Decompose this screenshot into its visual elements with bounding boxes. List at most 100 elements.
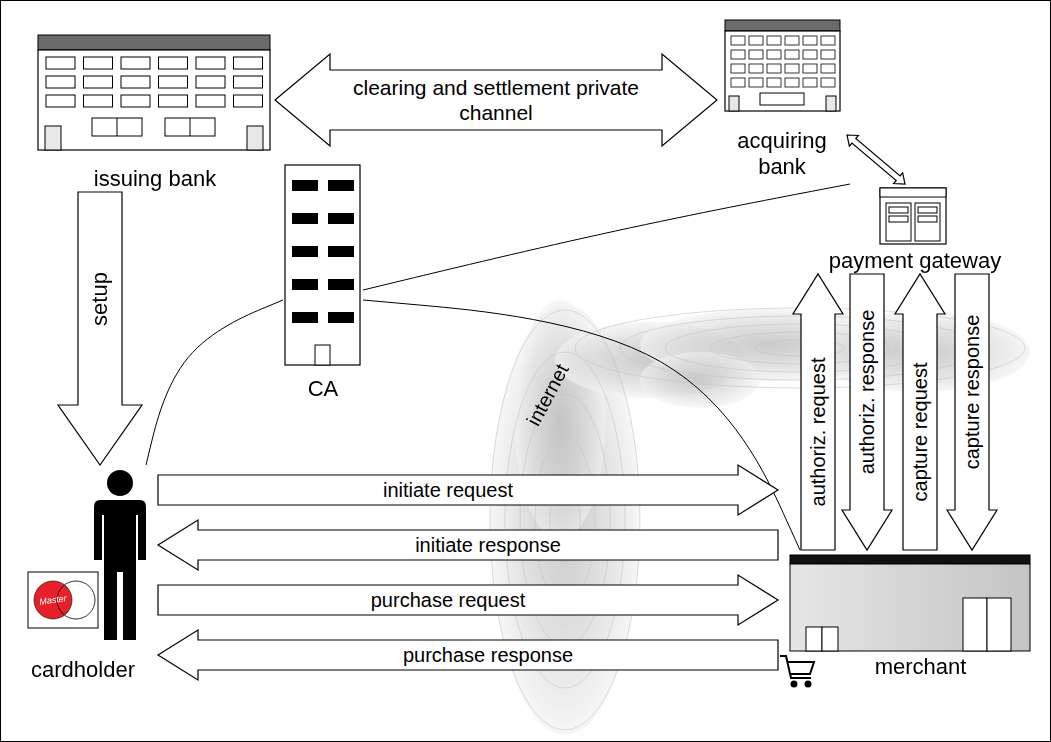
window <box>821 64 835 73</box>
window <box>731 36 745 45</box>
merchant-building <box>790 555 1030 651</box>
shopping-cart <box>780 656 814 687</box>
window <box>46 57 75 69</box>
window <box>328 279 354 290</box>
window <box>234 76 263 88</box>
window <box>292 213 318 224</box>
window <box>821 78 835 87</box>
window <box>121 76 150 88</box>
block-arrow <box>275 54 717 146</box>
window <box>731 64 745 73</box>
block-arrow <box>947 274 997 550</box>
arrow-label: capture request <box>908 360 932 505</box>
window <box>767 78 781 87</box>
node-label: payment gateway <box>829 248 1001 274</box>
window <box>159 95 188 107</box>
block-arrow <box>842 274 892 550</box>
arrow-label: capture response <box>960 312 984 473</box>
cloud-ring <box>535 436 595 604</box>
block-arrow <box>158 465 778 515</box>
entity-node: CA <box>283 162 363 402</box>
arrow-label: purchase response <box>400 643 576 667</box>
window <box>785 64 799 73</box>
cardholder-figure <box>94 470 146 640</box>
arrow-label: purchase request <box>368 588 529 612</box>
block-arrow <box>895 274 945 550</box>
window <box>234 95 263 107</box>
node-label: merchant <box>875 654 967 680</box>
window <box>196 76 225 88</box>
window <box>84 95 113 107</box>
window <box>821 36 835 45</box>
block-arrow <box>58 192 142 465</box>
arrow-label: initiate request <box>380 478 516 502</box>
window <box>749 64 763 73</box>
entity-node: cardholder <box>8 465 158 683</box>
window <box>767 36 781 45</box>
window <box>785 78 799 87</box>
window <box>328 213 354 224</box>
window <box>821 50 835 59</box>
window <box>767 64 781 73</box>
node-label: cardholder <box>31 657 135 683</box>
block-arrow <box>158 630 778 680</box>
entity-node: issuing bank <box>35 32 275 192</box>
arrow-label: authoriz. request <box>806 355 830 510</box>
ca-building <box>285 165 360 365</box>
window <box>196 95 225 107</box>
window <box>84 57 113 69</box>
window <box>785 50 799 59</box>
window <box>749 50 763 59</box>
window <box>46 95 75 107</box>
window <box>749 36 763 45</box>
arrow-label: setup <box>88 269 112 329</box>
window <box>292 180 318 191</box>
cloud-ring <box>665 324 935 372</box>
window <box>803 50 817 59</box>
window <box>121 95 150 107</box>
window <box>234 57 263 69</box>
window <box>328 312 354 323</box>
entity-node: acquiring bank <box>717 18 847 180</box>
acquiring-bank-building <box>725 20 840 111</box>
connector-line <box>363 300 800 550</box>
arrow-label: authoriz. response <box>855 307 879 478</box>
payment-gateway-icon <box>880 188 946 244</box>
window <box>159 76 188 88</box>
node-label: acquiring bank <box>717 128 847 180</box>
window <box>328 180 354 191</box>
entity-node: merchant <box>778 550 1033 680</box>
window <box>121 57 150 69</box>
window <box>731 50 745 59</box>
window <box>292 312 318 323</box>
connector-line <box>146 300 283 465</box>
node-label: CA <box>308 376 339 402</box>
window <box>159 57 188 69</box>
window <box>328 246 354 257</box>
window <box>196 57 225 69</box>
block-arrow <box>158 575 778 625</box>
node-label: issuing bank <box>94 166 216 192</box>
window <box>803 36 817 45</box>
arrow-label: clearing and settlement private channel <box>348 75 644 125</box>
arrow-label: initiate response <box>412 533 564 557</box>
cloud-ring <box>505 352 625 688</box>
credit-card <box>28 572 98 628</box>
window <box>84 76 113 88</box>
window <box>731 78 745 87</box>
entity-node: payment gateway <box>795 184 1035 274</box>
window <box>292 246 318 257</box>
block-arrow <box>847 135 905 184</box>
block-arrow <box>158 520 778 570</box>
block-arrow <box>793 274 843 550</box>
window <box>767 50 781 59</box>
window <box>749 78 763 87</box>
window <box>46 76 75 88</box>
connector-line <box>363 184 850 290</box>
window <box>803 64 817 73</box>
window <box>292 279 318 290</box>
window <box>785 36 799 45</box>
window <box>803 78 817 87</box>
issuing-bank-building <box>38 35 270 150</box>
